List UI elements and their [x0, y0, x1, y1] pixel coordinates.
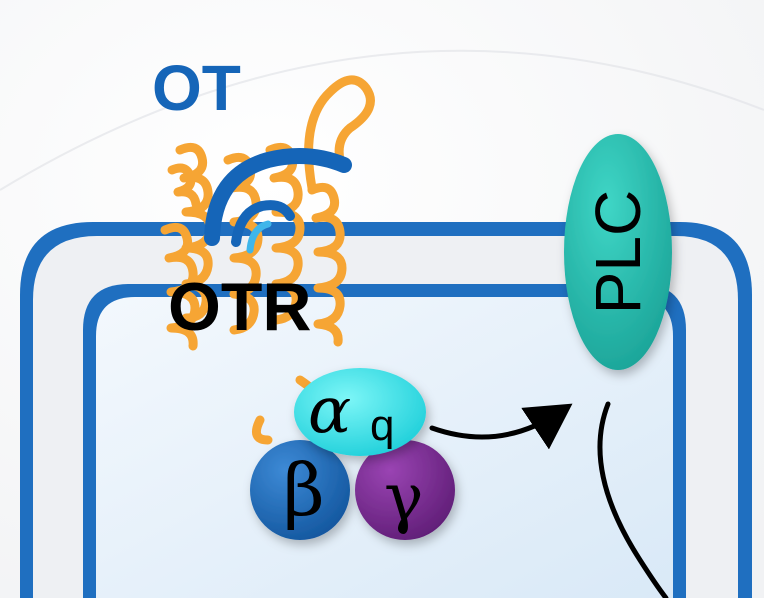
gamma-subunit [355, 440, 455, 540]
receptor-helix-3 [265, 142, 305, 325]
ot-label: OT [152, 52, 241, 124]
ot-ligand [204, 148, 352, 254]
downstream-arrow [597, 401, 669, 601]
beta-label: β [283, 448, 325, 532]
plc-label: PLC [582, 190, 654, 315]
plc-body [564, 134, 672, 370]
g-protein: β γ α q [250, 368, 455, 540]
ot-peptide-chain [204, 148, 352, 246]
ot-binding-site [246, 220, 272, 254]
otr-label: OTR [168, 269, 312, 345]
ot-peptide-loop [231, 200, 295, 247]
gamma-label: γ [384, 459, 423, 536]
receptor-helix-4 [307, 182, 347, 347]
receptor-helix-6 [167, 163, 201, 209]
background-curve [0, 49, 764, 191]
receptor-helix-5 [160, 222, 200, 351]
activation-arrow [429, 403, 573, 450]
receptor-extracellular-loop [304, 75, 375, 193]
beta-subunit [250, 440, 350, 540]
receptor-helix-2 [223, 152, 263, 335]
otr-receptor [160, 75, 375, 445]
alpha-q-subunit [294, 368, 426, 456]
alpha-subscript-label: q [370, 401, 394, 450]
alpha-label: α [308, 374, 351, 448]
plc-enzyme: PLC [564, 134, 672, 370]
